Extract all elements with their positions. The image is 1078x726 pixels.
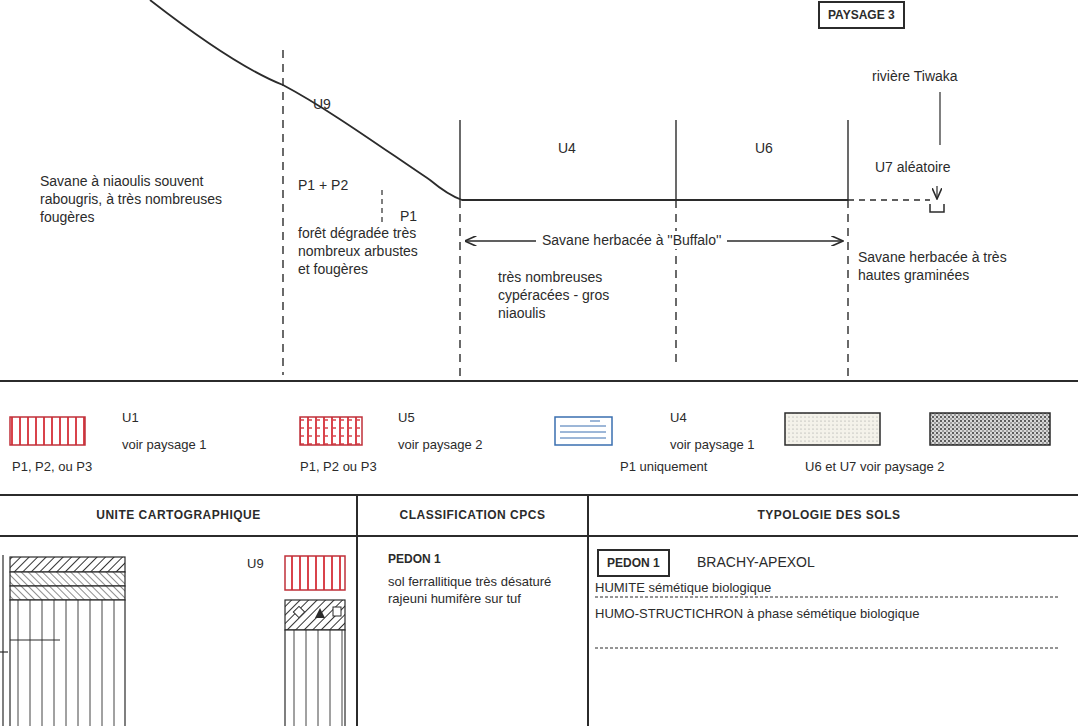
vegetation-note: très nombreuses cypéracées - gros niaoul… <box>498 268 653 323</box>
legend-note: P1, P2 ou P3 <box>300 459 377 476</box>
vegetation-note: forêt dégradée très nombreux arbustes et… <box>298 224 433 279</box>
legend-label: U1 <box>122 410 139 427</box>
unit-label: U9 <box>313 95 331 113</box>
legend-note: voir paysage 1 <box>670 437 755 454</box>
legend-label: U5 <box>398 410 415 427</box>
vegetation-note: Savane herbacée à ''Buffalo'' <box>536 231 727 249</box>
pedon-label: P1 + P2 <box>298 176 348 194</box>
title-box: PAYSAGE 3 <box>818 1 905 29</box>
vegetation-note: Savane à niaoulis souvent rabougris, à t… <box>40 172 255 227</box>
column-header: UNITE CARTOGRAPHIQUE <box>0 508 357 524</box>
pedon-box: PEDON 1 <box>597 549 670 577</box>
legend-note: voir paysage 2 <box>398 437 483 454</box>
unit-label: U6 <box>755 139 773 157</box>
box-text: PAYSAGE 3 <box>828 8 895 22</box>
pedon-label: P1 <box>400 207 417 225</box>
column-header: CLASSIFICATION CPCS <box>357 508 588 524</box>
soil-type: HUMITE sémétique biologique <box>595 580 771 597</box>
legend-label: U6 et U7 voir paysage 2 <box>805 459 944 476</box>
pedon-label: PEDON 1 <box>388 552 441 568</box>
legend-note: P1 uniquement <box>620 459 707 476</box>
unit-label: U9 <box>247 556 264 573</box>
soil-type: BRACHY-APEXOL <box>697 553 815 571</box>
unit-label: U4 <box>558 139 576 157</box>
soil-type: HUMO-STRUCTICHRON à phase sémétique biol… <box>595 606 1035 623</box>
legend-note: voir paysage 1 <box>122 437 207 454</box>
river-label: rivière Tiwaka <box>872 67 958 85</box>
unit-label: U7 aléatoire <box>875 158 951 176</box>
soil-classification: sol ferrallitique très désaturé rajeuni … <box>388 574 558 608</box>
legend-note: P1, P2, ou P3 <box>12 459 92 476</box>
column-header: TYPOLOGIE DES SOLS <box>584 508 1074 524</box>
box-text: PEDON 1 <box>607 556 660 570</box>
legend-label: U4 <box>670 410 687 427</box>
vegetation-note: Savane herbacée à très hautes graminées <box>858 248 1008 284</box>
